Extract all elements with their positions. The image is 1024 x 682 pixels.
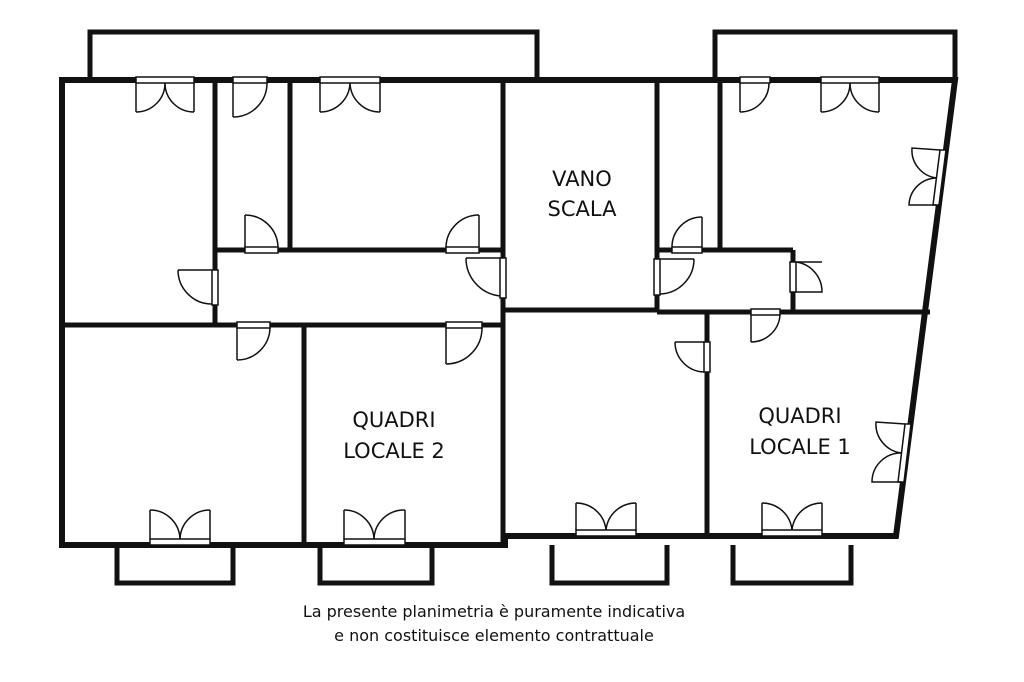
- door-bottom-1: [149, 509, 211, 546]
- door-corridor-2: [445, 214, 480, 254]
- balcony-bottom-2: [317, 545, 435, 586]
- door-corridor-9: [789, 261, 823, 293]
- label-quadri-locale-2-line1: QUADRI: [352, 408, 435, 432]
- door-corridor-11: [674, 341, 711, 373]
- disclaimer-line2: e non costituisce elemento contrattuale: [334, 626, 654, 645]
- door-top-5: [820, 76, 880, 113]
- door-corridor-1: [244, 214, 279, 254]
- balcony-top-left: [87, 29, 540, 80]
- door-bottom-4: [761, 502, 823, 537]
- balcony-bottom-3: [549, 545, 670, 586]
- door-corridor-8: [653, 258, 695, 296]
- label-quadri-locale-1-line1: QUADRI: [758, 404, 841, 428]
- label-vano-scala-line1: VANO: [552, 167, 612, 191]
- door-top-2: [232, 76, 268, 118]
- door-corridor-10: [750, 308, 781, 343]
- balcony-top-right: [712, 29, 958, 80]
- interior-walls: [62, 80, 930, 545]
- window-right-1: [908, 147, 947, 206]
- door-top-3: [319, 76, 381, 113]
- door-top-4: [739, 76, 771, 113]
- bottom-balconies: [114, 545, 854, 586]
- doors-windows: [135, 76, 947, 546]
- door-corridor-6: [445, 321, 483, 365]
- door-bottom-2: [343, 509, 406, 546]
- door-corridor-7: [671, 216, 703, 254]
- label-quadri-locale-2-line2: LOCALE 2: [343, 439, 445, 463]
- door-corridor-5: [236, 321, 271, 361]
- disclaimer-line1: La presente planimetria è puramente indi…: [303, 602, 685, 621]
- top-balconies: [87, 29, 958, 80]
- label-vano-scala-line2: SCALA: [548, 197, 618, 221]
- door-corridor-3: [177, 269, 219, 306]
- window-right-2: [871, 421, 912, 483]
- balcony-bottom-4: [730, 545, 854, 586]
- door-top-1: [135, 76, 195, 113]
- balcony-bottom-1: [114, 545, 236, 586]
- door-bottom-3: [575, 502, 637, 537]
- door-corridor-4: [465, 257, 507, 299]
- label-quadri-locale-1-line2: LOCALE 1: [749, 435, 851, 459]
